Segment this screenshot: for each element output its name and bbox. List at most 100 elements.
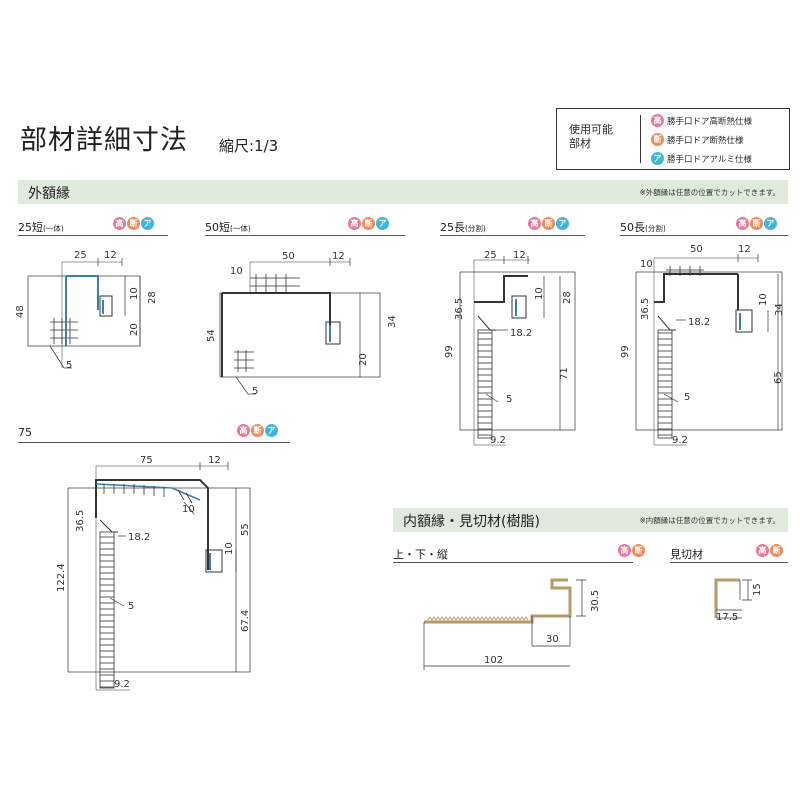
alu-badge-icon: ア	[764, 217, 777, 230]
dim-label: 20	[129, 323, 140, 336]
inner-frame-note: ※内額縁は任意の位置でカットできます。	[639, 516, 780, 525]
dim-label: 18.2	[510, 328, 532, 339]
alu-badge-icon: ア	[556, 217, 569, 230]
section-underline	[18, 235, 168, 236]
profile-mikiri	[714, 578, 752, 619]
profile-25-short	[27, 258, 141, 369]
badges-50-short: 高 断 ア	[348, 217, 389, 230]
profile-50-long	[635, 254, 783, 446]
dim-label: 122.4	[56, 563, 67, 592]
dan-badge-icon: 断	[632, 544, 645, 557]
kou-badge-icon: 高	[618, 544, 631, 557]
dim-label: 65	[773, 371, 784, 384]
dan-badge-icon: 断	[251, 424, 264, 437]
dim-label: 34	[774, 303, 785, 316]
kou-badge-icon: 高	[651, 114, 664, 127]
legend-item-dan: 断 勝手口ドア断熱仕様	[651, 133, 744, 146]
section-underline	[393, 562, 633, 563]
kou-badge-icon: 高	[736, 217, 749, 230]
section-label-50-long: 50長(分割)	[620, 221, 666, 234]
profile-25-long	[459, 256, 576, 446]
dim-label: 48	[15, 305, 26, 318]
dim-label: 12	[332, 251, 345, 262]
outer-frame-note: ※外額縁は任意の位置でカットできます。	[639, 188, 780, 197]
dan-badge-icon: 断	[750, 217, 763, 230]
dim-label: 28	[562, 291, 573, 304]
section-label-75: 75	[18, 426, 32, 439]
dim-label: 15	[752, 583, 763, 596]
dim-label: 71	[559, 367, 570, 380]
dim-label: 5	[506, 394, 512, 405]
dim-label: 36.5	[640, 298, 651, 320]
badges-50-long: 高 断 ア	[736, 217, 777, 230]
alu-badge-icon: ア	[265, 424, 278, 437]
dim-label: 18.2	[688, 317, 710, 328]
legend-item-kou: 高 勝手口ドア高断熱仕様	[651, 114, 752, 127]
kou-badge-icon: 高	[348, 217, 361, 230]
section-underline	[18, 442, 290, 443]
dim-label: 20	[358, 353, 369, 366]
dan-badge-icon: 断	[651, 133, 664, 146]
dim-label: 50	[282, 251, 295, 262]
dim-label: 5	[66, 360, 72, 371]
dim-label: 9.2	[114, 679, 130, 690]
kou-badge-icon: 高	[237, 424, 250, 437]
badges-25-long: 高 断 ア	[528, 217, 569, 230]
profile-50-short	[219, 258, 381, 395]
dim-label: 5	[252, 386, 258, 397]
scale-label: 縮尺:1/3	[219, 137, 279, 155]
inner-frame-title: 内額縁・見切材(樹脂)	[403, 514, 540, 530]
dim-label: 34	[387, 315, 398, 328]
dan-badge-icon: 断	[362, 217, 375, 230]
dim-label: 54	[206, 329, 217, 342]
dan-badge-icon: 断	[127, 217, 140, 230]
dim-label: 67.4	[240, 610, 251, 632]
dim-label: 30	[546, 634, 559, 645]
section-underline	[620, 235, 788, 236]
alu-badge-icon: ア	[141, 217, 154, 230]
dim-label: 9.2	[672, 435, 688, 446]
kou-badge-icon: 高	[113, 217, 126, 230]
dim-label: 12	[738, 244, 751, 255]
dim-label: 99	[620, 345, 631, 358]
legend-heading: 使用可能 部材	[569, 123, 613, 150]
section-underline	[440, 235, 585, 236]
dim-label: 18.2	[128, 532, 150, 543]
dim-label: 12	[104, 250, 117, 261]
section-label-mikiri: 見切材	[670, 548, 703, 561]
section-label-top-bottom-side: 上・下・縦	[393, 548, 448, 561]
dim-label: 36.5	[75, 510, 86, 532]
badges-75: 高 断 ア	[237, 424, 278, 437]
dim-label: 28	[147, 291, 158, 304]
dim-label: 25	[74, 250, 87, 261]
dim-label: 12	[513, 250, 526, 261]
dan-badge-icon: 断	[542, 217, 555, 230]
legend-divider	[640, 115, 641, 163]
dim-label: 102	[484, 655, 503, 666]
dim-label: 10	[640, 259, 653, 270]
badges-25-short: 高 断 ア	[113, 217, 154, 230]
dim-label: 5	[128, 601, 134, 612]
section-label-25-short: 25短(一体)	[18, 221, 64, 234]
dim-label: 55	[240, 523, 251, 536]
page-title: 部材詳細寸法	[20, 125, 188, 156]
dim-label: 36.5	[454, 298, 465, 320]
profile-inner-frame	[423, 578, 586, 670]
dim-label: 25	[484, 250, 497, 261]
inner-frame-band: 内額縁・見切材(樹脂) ※内額縁は任意の位置でカットできます。	[393, 508, 788, 532]
section-label-25-long: 25長(分割)	[440, 221, 486, 234]
dim-label: 10	[129, 287, 140, 300]
outer-frame-title: 外額縁	[28, 186, 70, 202]
dim-label: 12	[208, 455, 221, 466]
section-underline	[205, 235, 405, 236]
badges-mikiri: 高 断	[756, 544, 783, 557]
section-label-50-short: 50短(一体)	[205, 221, 251, 234]
dim-label: 10	[758, 293, 769, 306]
dim-label: 10	[230, 266, 243, 277]
dim-label: 50	[690, 244, 703, 255]
legend-item-alu: ア 勝手口ドアアルミ仕様	[651, 152, 752, 165]
dim-label: 30.5	[590, 590, 601, 612]
legend-box: 使用可能 部材 高 勝手口ドア高断熱仕様 断 勝手口ドア断熱仕様 ア 勝手口ドア…	[556, 108, 790, 170]
dim-label: 10	[534, 287, 545, 300]
